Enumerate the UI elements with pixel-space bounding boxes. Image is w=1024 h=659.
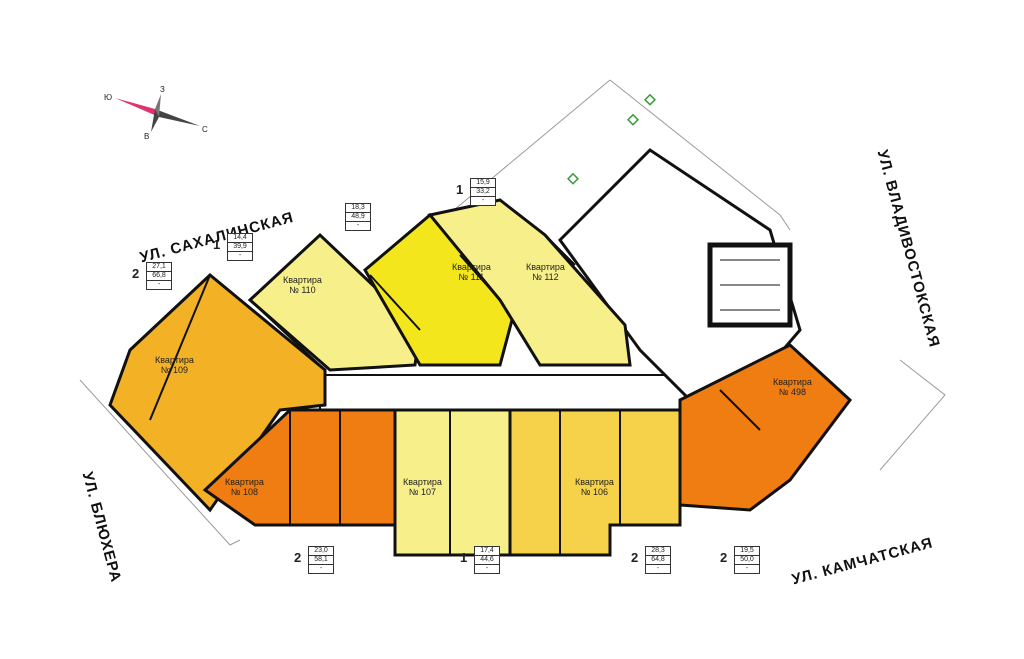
compass-west: З	[160, 85, 165, 94]
compass-rose	[115, 94, 200, 132]
window-markers	[566, 93, 657, 185]
common-area	[319, 148, 802, 412]
apartment-498-area[interactable]	[678, 343, 853, 512]
interior-wall	[459, 254, 501, 301]
compass-north: С	[202, 125, 208, 134]
compass-east: В	[144, 132, 150, 141]
site-outline	[79, 79, 946, 546]
apartment-109-area[interactable]	[108, 273, 327, 513]
interior-wall	[369, 274, 421, 331]
interior-wall	[544, 234, 576, 266]
interior-wall	[149, 274, 211, 421]
apartment-112-area[interactable]	[427, 198, 632, 367]
apartment-111-area[interactable]	[363, 213, 522, 367]
compass-south: Ю	[104, 93, 113, 102]
interior-wall	[249, 299, 326, 371]
interior-wall	[719, 389, 761, 431]
